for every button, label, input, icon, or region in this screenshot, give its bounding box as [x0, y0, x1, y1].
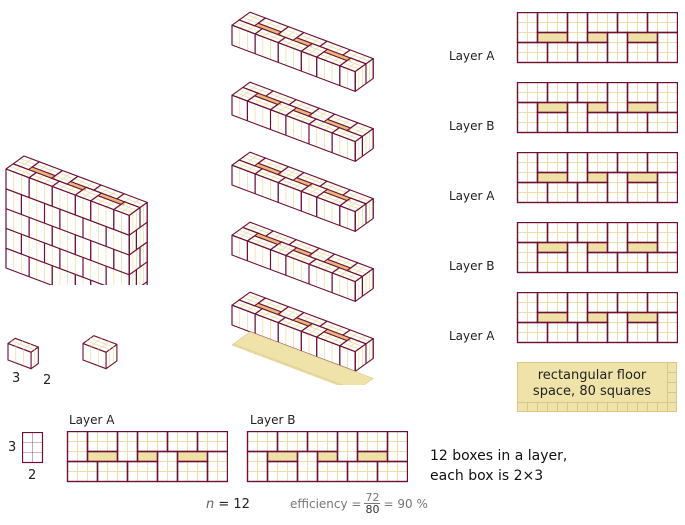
box-dim-3: 3 [12, 371, 21, 386]
layer-label-4: Layer B [449, 259, 495, 273]
floor-grid-edge [517, 362, 677, 412]
floor-space: rectangular floor space, 80 squares [517, 362, 677, 412]
layer-plan-a-1 [516, 12, 678, 64]
caption-line1: 12 boxes in a layer, [430, 448, 568, 464]
efficiency-denominator: 80 [365, 503, 380, 516]
caption-line2: each box is 2×3 [430, 468, 544, 484]
layer-label-5: Layer A [449, 329, 495, 343]
bottom-layer-a-label: Layer A [69, 413, 115, 427]
layer-label-2: Layer B [449, 119, 495, 133]
efficiency-fraction: 72 80 [364, 491, 381, 516]
n-symbol: n [206, 497, 215, 512]
flat-box-height-label: 3 [8, 440, 17, 455]
n-value: = 12 [214, 497, 250, 512]
floor-caption: rectangular floor space, 80 squares [517, 368, 667, 400]
layer-plan-a-5 [516, 292, 678, 344]
bottom-layer-b-label: Layer B [250, 413, 296, 427]
bottom-layer-a-plan [66, 431, 228, 483]
flat-box-width-label: 2 [28, 468, 37, 483]
layer-caption: 12 boxes in a layer, each box is 2×3 [430, 446, 567, 486]
floor-caption-line1: rectangular floor [537, 368, 647, 383]
efficiency-label: efficiency = [290, 496, 362, 511]
efficiency-numerator: 72 [364, 491, 381, 504]
layer-label-3: Layer A [449, 189, 495, 203]
n-formula: n = 12 [206, 497, 250, 512]
floor-caption-line2: space, 80 squares [532, 384, 652, 399]
single-box-upright [7, 337, 39, 370]
box-dim-2: 2 [43, 373, 52, 388]
single-box-rotated [82, 335, 118, 370]
layer-plan-b-2 [516, 82, 678, 134]
layer-plan-b-4 [516, 222, 678, 274]
bottom-layer-b-plan [246, 431, 408, 483]
layer-plan-a-3 [516, 152, 678, 204]
exploded-layers-3d [231, 11, 374, 385]
layer-label-1: Layer A [449, 49, 495, 63]
efficiency-formula: efficiency = 72 80 = 90 % [290, 492, 428, 515]
flat-box-2x3 [22, 432, 44, 464]
efficiency-result: = 90 % [383, 496, 428, 511]
stacked-wall-3d [5, 155, 148, 285]
